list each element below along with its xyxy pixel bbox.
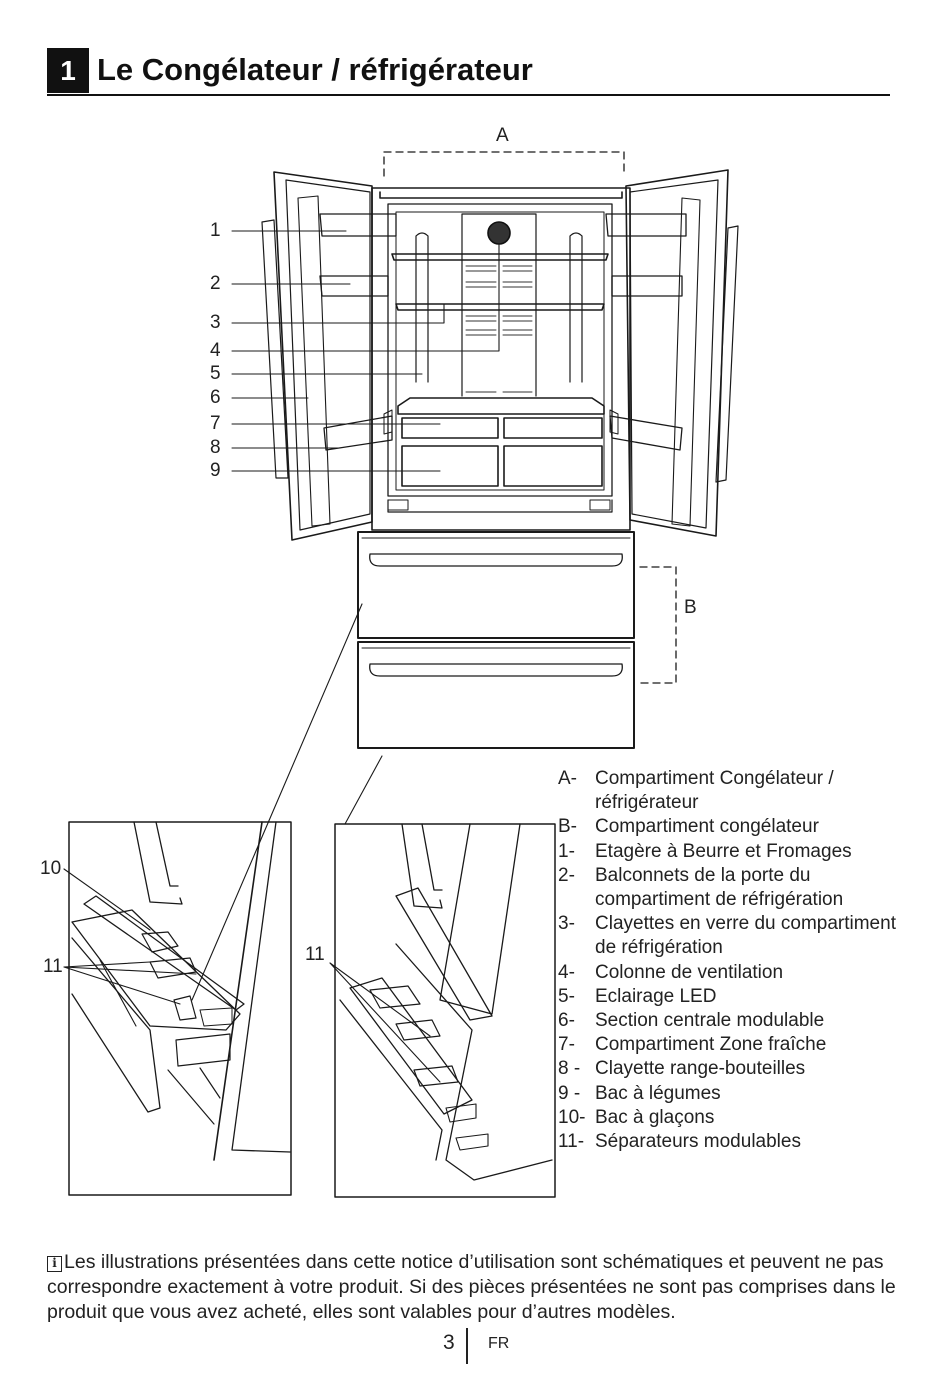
legend-item: A-Compartiment Congélateur / réfrigérate… <box>558 768 834 814</box>
page-footer: 3 FR <box>0 1328 950 1368</box>
page-number: 3 <box>443 1331 455 1354</box>
parts-legend: A-Compartiment Congélateur / réfrigérate… <box>558 767 898 1154</box>
note-text: Les illustrations présentées dans cette … <box>47 1251 896 1323</box>
callout-4: 4 <box>210 340 221 361</box>
info-icon: i <box>47 1256 62 1272</box>
footer-divider <box>466 1328 468 1364</box>
legend-item: 8 -Clayette range-bouteilles <box>558 1058 806 1080</box>
callout-11-left: 11 <box>43 956 63 977</box>
callout-11-right: 11 <box>305 944 325 965</box>
callout-5: 5 <box>210 363 221 384</box>
legend-item: 4-Colonne de ventilation <box>558 961 784 983</box>
legend-item: 6-Section centrale modulable <box>558 1010 825 1032</box>
section-number: 1 <box>47 48 89 93</box>
callout-1: 1 <box>210 220 221 241</box>
legend-item: 2-Balconnets de la porte du compartiment… <box>558 864 844 911</box>
page-title: Le Congélateur / réfrigérateur <box>97 52 533 87</box>
legend-item: 5-Eclairage LED <box>558 985 717 1007</box>
legend-item: 10-Bac à glaçons <box>558 1106 715 1128</box>
legend-item: 1-Etagère à Beurre et Fromages <box>558 840 852 862</box>
section-header: 1 Le Congélateur / réfrigérateur <box>47 48 890 96</box>
callout-2: 2 <box>210 273 221 294</box>
callout-6: 6 <box>210 387 221 408</box>
legend-item: 3-Clayettes en verre du compartiment de … <box>558 913 896 959</box>
callout-8: 8 <box>210 437 221 458</box>
legend-item: B-Compartiment congélateur <box>558 816 819 838</box>
callout-10: 10 <box>40 858 62 879</box>
callout-3: 3 <box>210 312 221 333</box>
callout-9: 9 <box>210 460 221 481</box>
callout-b: B <box>684 597 697 618</box>
language-code: FR <box>488 1335 510 1352</box>
callout-7: 7 <box>210 413 221 434</box>
callout-a: A <box>496 125 509 146</box>
legend-item: 11-Séparateurs modulables <box>558 1131 801 1153</box>
legend-item: 9 -Bac à légumes <box>558 1082 721 1104</box>
legend-item: 7-Compartiment Zone fraîche <box>558 1034 827 1056</box>
